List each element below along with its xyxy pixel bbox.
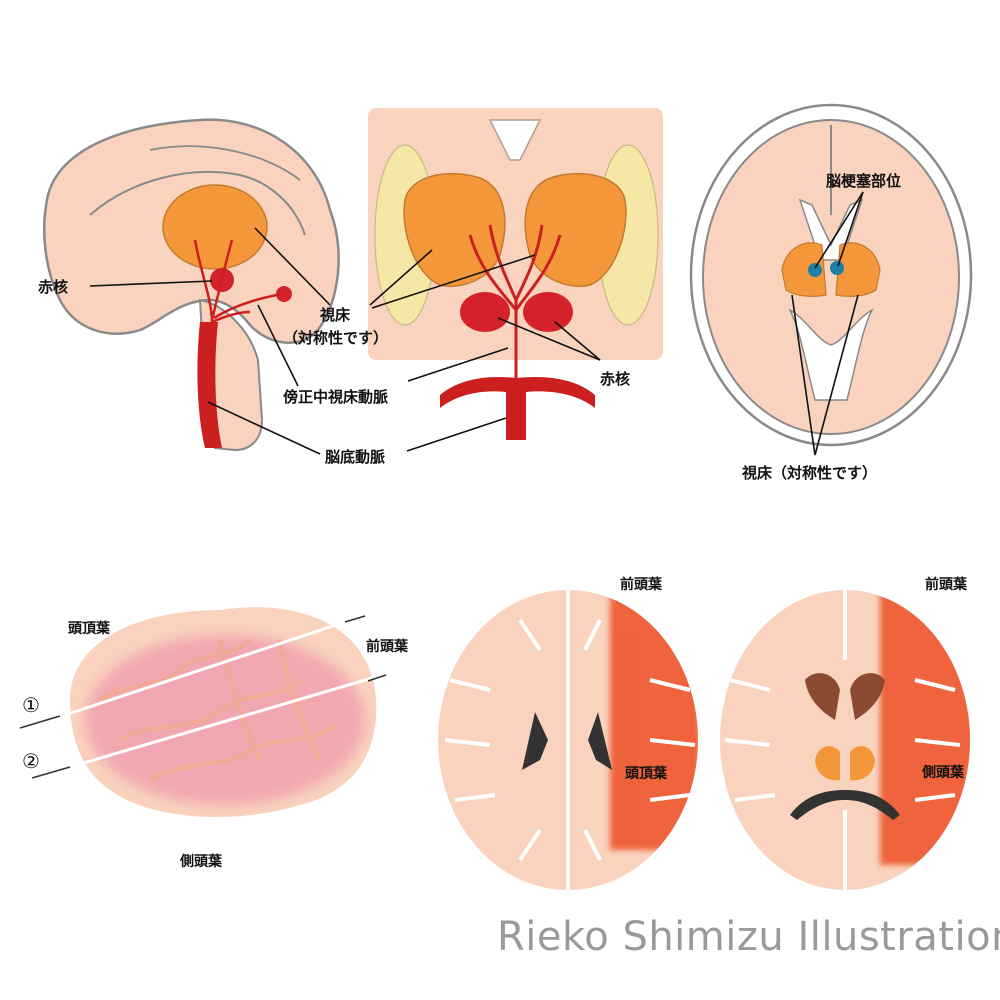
label-frontal-lateral: 前頭葉 — [366, 638, 409, 655]
sagittal-gyrus-line — [149, 145, 301, 181]
slice-line-1-tick — [344, 615, 366, 623]
thalamus-axial-right — [835, 242, 881, 297]
red-nucleus-coronal-right — [523, 292, 573, 332]
sagittal-brain-diagram — [43, 118, 340, 452]
label-thalamus-axial: 視床（対称性です） — [741, 464, 877, 482]
slice-2-caudate-left — [805, 673, 840, 720]
leader-line — [407, 347, 509, 382]
thalamus-sagittal — [162, 184, 268, 270]
paramedian-artery-sagittal — [193, 239, 283, 324]
label-red-nucleus-coronal: 赤核 — [600, 370, 630, 388]
thalamus-axial-left — [781, 242, 827, 297]
label-paramedian-artery: 傍正中視床動脈 — [283, 388, 388, 406]
slice-line-2-tick — [367, 674, 387, 682]
slice-line-1 — [49, 615, 361, 722]
slice-2-ventricle-posterior — [790, 790, 900, 820]
illustrator-credit: Rieko Shimizu Illustration — [497, 914, 1000, 960]
slice-1-ventricle-left — [522, 712, 548, 770]
coronal-background — [368, 108, 663, 360]
axial-midbrain-cavity — [788, 308, 874, 401]
leader-line — [257, 304, 299, 387]
axial-brain-diagram — [689, 103, 973, 447]
leader-line — [207, 401, 321, 455]
artery-end-dot — [276, 286, 292, 302]
label-basilar-artery: 脳底動脈 — [325, 448, 385, 466]
leader-line — [814, 294, 859, 456]
slice-line-2-tick — [31, 766, 71, 779]
slice-line-1-tick — [19, 715, 61, 729]
coronal-brain-diagram — [368, 108, 663, 440]
label-frontal-slice-2: 前頭葉 — [925, 576, 968, 593]
slice-marker-2: ② — [22, 749, 40, 773]
slice-2-caudate-right — [850, 673, 885, 720]
label-temporal-lateral: 側頭葉 — [179, 853, 223, 870]
leader-line — [369, 249, 433, 306]
slice-2-sulci — [724, 590, 961, 890]
slice-2-thalamus-left — [815, 746, 840, 781]
axial-slice-2 — [720, 590, 970, 890]
leader-line — [837, 191, 864, 267]
label-parietal-lateral: 頭頂葉 — [68, 620, 111, 637]
coronal-ventricle — [488, 119, 542, 161]
slice-marker-1: ① — [22, 693, 40, 717]
label-parietal-slice-1: 頭頂葉 — [625, 765, 668, 782]
leader-line — [791, 294, 816, 456]
basilar-artery-sagittal — [197, 322, 222, 448]
label-infarct-site: 脳梗塞部位 — [826, 172, 901, 190]
slice-1-sulci — [444, 590, 696, 890]
paramedian-artery-coronal — [468, 224, 562, 378]
axial-slice-1 — [438, 590, 698, 890]
label-thalamus-line2: （対称性です） — [283, 329, 388, 347]
red-nucleus-coronal-left — [460, 292, 510, 332]
leader-line — [371, 254, 536, 309]
slice-1-ventricle-right — [588, 712, 612, 770]
label-temporal-slice-2: 側頭葉 — [921, 764, 965, 781]
slice-2-lesion — [880, 590, 970, 865]
axial-brain — [702, 119, 960, 435]
label-red-nucleus-sagittal: 赤核 — [38, 278, 68, 296]
infarct-site-left — [808, 263, 822, 277]
slice-2-thalamus-right — [850, 746, 875, 781]
leader-line — [497, 317, 601, 361]
label-thalamus-line1: 視床 — [319, 306, 351, 324]
leader-line — [554, 321, 601, 361]
lateral-sulci — [98, 638, 337, 783]
leader-line — [814, 191, 864, 269]
sagittal-gyrus-line — [89, 171, 306, 236]
lateral-brain-diagram — [19, 607, 387, 817]
basilar-artery-coronal — [440, 376, 595, 440]
leader-line — [89, 280, 213, 287]
leader-line — [254, 227, 331, 306]
leader-line — [406, 417, 507, 452]
slice-line-2 — [59, 676, 373, 772]
slice-1-lesion — [610, 590, 698, 850]
infarct-site-right — [830, 261, 844, 275]
label-frontal-slice-1: 前頭葉 — [620, 576, 663, 593]
